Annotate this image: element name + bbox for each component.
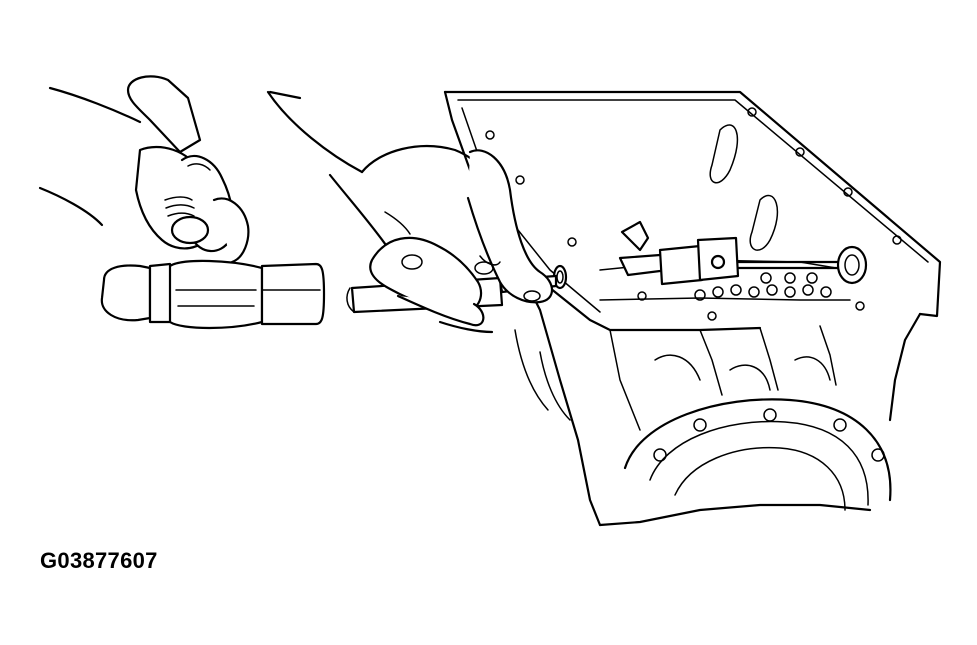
figure-id-label: G03877607 [40,548,158,573]
left-hand [40,76,248,262]
bell-housing [625,399,890,510]
flange-bolt-holes [486,108,901,320]
manual-valve-lever [620,222,866,284]
transmission-case [445,92,940,525]
right-hand [268,92,552,332]
hammer-head [102,261,324,328]
